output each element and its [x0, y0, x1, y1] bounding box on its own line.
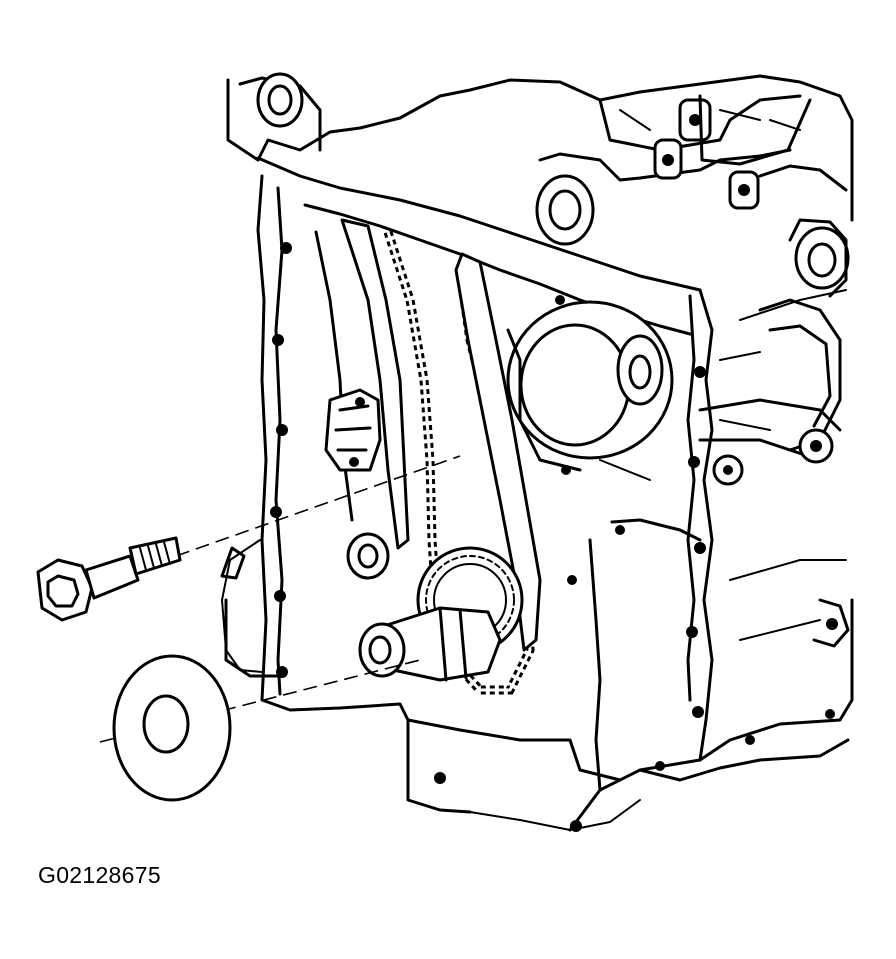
rear-housing-opening: [506, 300, 674, 472]
engine-block: [221, 156, 854, 832]
crankshaft-bolt: [36, 536, 182, 622]
cylinder-head: [226, 72, 854, 246]
chain-guide-left: [340, 218, 410, 550]
figure-id-label: G02128675: [38, 862, 161, 888]
crankshaft-washer: [112, 654, 232, 802]
idler-boss: [220, 532, 390, 580]
head-bolt-boss-left: [256, 72, 304, 128]
head-bolt-boss-center: [535, 174, 595, 246]
cam-tensioner: [324, 388, 382, 472]
oil-pan-flange: [406, 709, 835, 832]
chain-tensioner-arm: [454, 252, 542, 652]
crankshaft-nose: [358, 606, 502, 682]
right-bracket: [698, 218, 850, 648]
